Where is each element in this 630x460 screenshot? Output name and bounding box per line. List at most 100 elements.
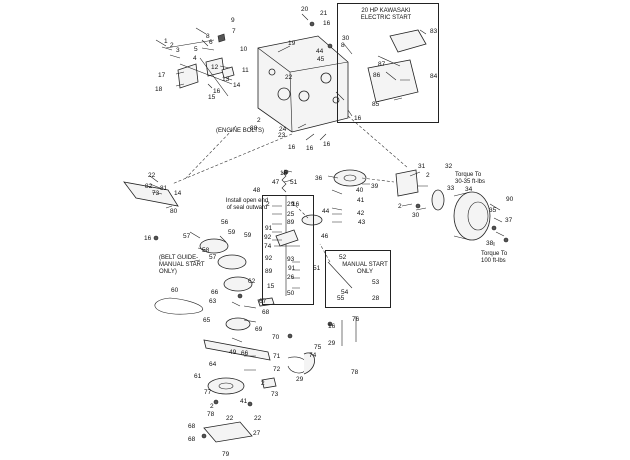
engine-bolts-note: (ENGINE BOLTS) [216, 128, 264, 134]
callout-21: 21 [320, 10, 328, 17]
callout-9: 9 [231, 17, 235, 24]
callout-16d: 16 [306, 145, 314, 152]
callout-2e: 2 [266, 201, 270, 208]
callout-8b: 8 [341, 42, 345, 49]
callout-12: 12 [211, 64, 219, 71]
callout-77: 77 [204, 389, 212, 396]
kawasaki-box [337, 3, 439, 123]
kawasaki-note: 20 HP KAWASAKI ELECTRIC START [360, 8, 412, 21]
callout-4: 4 [193, 55, 197, 62]
callout-78a: 78 [207, 411, 215, 418]
callout-29a: 29 [287, 201, 295, 208]
callout-16f: 16 [354, 115, 362, 122]
callout-86: 86 [373, 72, 381, 79]
callout-52: 52 [339, 254, 347, 261]
callout-47: 47 [272, 179, 280, 186]
callout-68a: 68 [262, 309, 270, 316]
callout-92b: 92 [265, 255, 273, 262]
callout-68b: 68 [188, 423, 196, 430]
callout-32: 32 [445, 163, 453, 170]
callout-22c: 22 [226, 415, 234, 422]
callout-10: 10 [240, 46, 248, 53]
callout-40: 40 [356, 187, 364, 194]
callout-45: 45 [317, 56, 325, 63]
callout-31: 31 [418, 163, 426, 170]
callout-38: 38 [486, 240, 494, 247]
callout-2g: 2 [261, 380, 265, 387]
callout-2f: 2 [210, 403, 214, 410]
callout-18: 18 [155, 86, 163, 93]
callout-43: 43 [358, 219, 366, 226]
callout-24: 24 [279, 126, 287, 133]
callout-74b: 74 [309, 352, 317, 359]
callout-69: 69 [255, 326, 263, 333]
callout-5: 5 [194, 46, 198, 53]
callout-36: 36 [315, 175, 323, 182]
callout-16h: 16 [292, 201, 300, 208]
callout-85: 85 [372, 101, 380, 108]
callout-39: 39 [371, 183, 379, 190]
callout-37: 37 [505, 217, 513, 224]
callout-75: 75 [314, 344, 322, 351]
callout-73b: 73 [271, 391, 279, 398]
callout-35: 35 [489, 207, 497, 214]
callout-51b: 51 [313, 265, 321, 272]
callout-7: 7 [232, 28, 236, 35]
callout-29b: 29 [328, 340, 336, 347]
callout-27: 27 [253, 430, 261, 437]
callout-71: 71 [273, 353, 281, 360]
callout-68c: 68 [188, 436, 196, 443]
callout-2a: 2 [170, 42, 174, 49]
callout-25: 25 [287, 211, 295, 218]
lower-brackets [203, 261, 357, 443]
callout-42: 42 [357, 210, 365, 217]
callout-91b: 91 [288, 265, 296, 272]
callout-84: 84 [430, 73, 438, 80]
callout-64: 64 [209, 361, 217, 368]
control-linkage [165, 33, 235, 97]
callout-23: 23 [278, 132, 286, 139]
callout-67: 67 [259, 298, 267, 305]
callout-46: 46 [321, 233, 329, 240]
engine-frame [257, 35, 349, 133]
shaft-assembly-box [262, 195, 314, 305]
callout-14a: 14 [233, 82, 241, 89]
callout-48: 48 [253, 187, 261, 194]
callout-16j: 16 [328, 323, 336, 330]
callout-41: 41 [357, 197, 365, 204]
idler-arm [203, 196, 300, 361]
callout-70: 70 [272, 334, 280, 341]
battery-box [367, 29, 427, 103]
belt-guide-note: (BELT GUIDE- MANUAL START ONLY) [159, 255, 205, 275]
callout-16c: 16 [288, 144, 296, 151]
callout-11: 11 [242, 67, 249, 74]
callout-3: 3 [176, 47, 180, 54]
callout-73: 73 [152, 190, 160, 197]
callout-91a: 91 [265, 225, 273, 232]
leader-lines [149, 13, 505, 371]
callout-55: 55 [337, 295, 345, 302]
callout-8: 8 [206, 33, 210, 40]
callout-16b: 16 [323, 20, 331, 27]
callout-16a: 16 [213, 88, 221, 95]
callout-19: 19 [288, 40, 296, 47]
manual-start-box [325, 250, 391, 308]
callout-22d: 22 [254, 415, 262, 422]
callout-26: 26 [287, 274, 295, 281]
torque-30-35-note: Torque To 30-35 ft-lbs [455, 172, 486, 185]
callout-41b: 41 [240, 398, 248, 405]
callout-82: 82 [145, 183, 153, 190]
callout-50: 50 [287, 290, 295, 297]
callout-15b: 15 [267, 283, 275, 290]
callout-29c: 29 [296, 376, 304, 383]
callout-78b: 78 [351, 369, 359, 376]
callout-65: 65 [203, 317, 211, 324]
callout-80: 80 [170, 208, 178, 215]
callout-2d: 2 [398, 203, 402, 210]
callout-93: 93 [287, 256, 295, 263]
callout-34: 34 [465, 186, 473, 193]
callout-2b: 2 [257, 117, 261, 124]
callout-72: 72 [273, 366, 281, 373]
callout-16i: 16 [144, 235, 152, 242]
callout-79: 79 [222, 451, 230, 458]
